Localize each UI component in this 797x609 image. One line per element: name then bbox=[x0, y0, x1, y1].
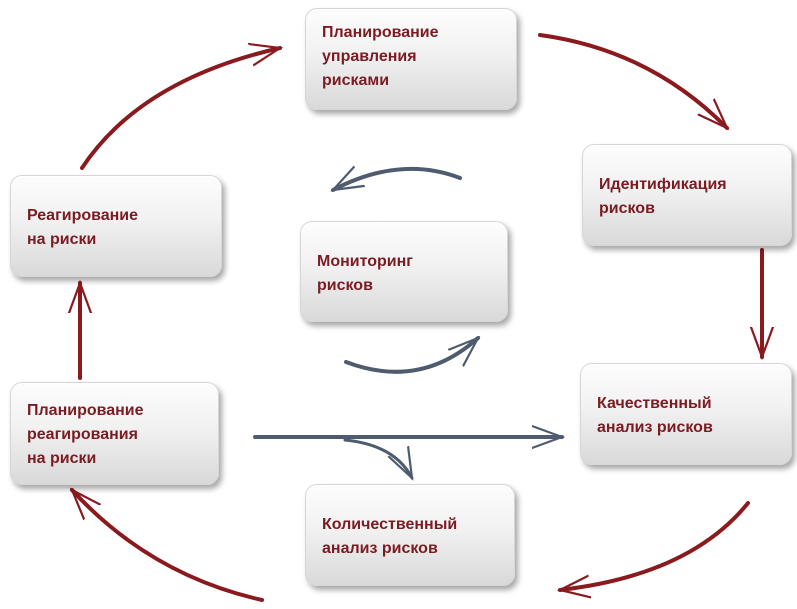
node-risk-response: Реагирование на риски bbox=[10, 175, 222, 277]
node-risk-management-planning: Планирование управления рисками bbox=[305, 8, 517, 110]
node-risk-response-planning: Планирование реагирования на риски bbox=[10, 382, 219, 485]
node-label: Планирование управления рисками bbox=[322, 24, 439, 89]
node-label: Качественный анализ рисков bbox=[597, 395, 713, 436]
node-qualitative-risk-analysis: Качественный анализ рисков bbox=[580, 363, 792, 465]
arrow-monitoring-lower bbox=[344, 338, 478, 374]
node-label: Количественный анализ рисков bbox=[322, 516, 458, 557]
node-label: Планирование реагирования на риски bbox=[27, 402, 144, 467]
node-label: Мониторинг рисков bbox=[317, 253, 413, 294]
arrow-monitoring-upper bbox=[333, 169, 462, 192]
node-risk-monitoring: Мониторинг рисков bbox=[300, 221, 508, 322]
arrow-plan-to-ident bbox=[538, 33, 727, 128]
arrow-to-quant bbox=[343, 438, 414, 478]
arrow-quant-to-pres bbox=[72, 490, 264, 602]
arrow-resp-to-plan bbox=[80, 48, 280, 170]
node-label: Идентификация рисков bbox=[599, 176, 727, 217]
arrow-qual-to-quant bbox=[560, 501, 750, 590]
node-label: Реагирование на риски bbox=[27, 207, 139, 248]
node-risk-identification: Идентификация рисков bbox=[582, 144, 792, 246]
node-quantitative-risk-analysis: Количественный анализ рисков bbox=[305, 484, 515, 586]
